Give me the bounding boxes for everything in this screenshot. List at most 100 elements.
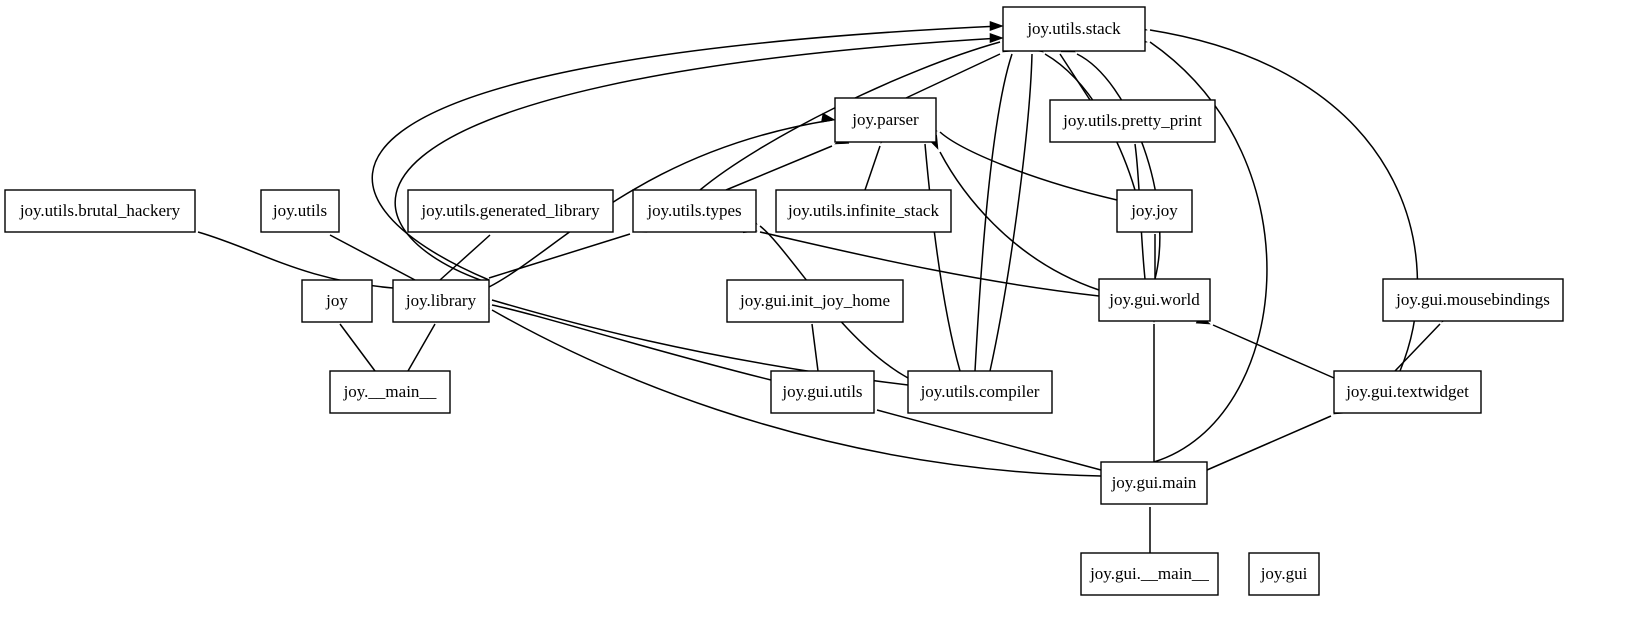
node-label: joy.gui.init_joy_home <box>739 291 890 310</box>
node-box[interactable] <box>392 279 490 323</box>
node-label: joy.gui.main <box>1111 473 1197 492</box>
graph-node-joy-gui-utils[interactable]: joy.gui.utils <box>770 370 875 414</box>
node-box[interactable] <box>632 189 757 233</box>
graph-node-joy-joy[interactable]: joy.joy <box>1116 189 1193 233</box>
edge-line <box>939 131 1118 201</box>
graph-node-joy-utils-infinite-stack[interactable]: joy.utils.infinite_stack <box>775 189 952 233</box>
edge-line <box>1206 415 1332 471</box>
node-box[interactable] <box>1116 189 1193 233</box>
edge-line <box>371 25 1001 281</box>
graph-node-joy-library[interactable]: joy.library <box>392 279 490 323</box>
edge-line <box>1394 323 1441 372</box>
graph-edge <box>918 127 961 372</box>
graph-node-joy-utils[interactable]: joy.utils <box>260 189 340 233</box>
graph-node-joy-utils-brutal-hackery[interactable]: joy.utils.brutal_hackery <box>4 189 196 233</box>
graph-node-joy-gui---main--[interactable]: joy.gui.__main__ <box>1080 552 1219 596</box>
graph-edge <box>1195 314 1335 379</box>
edge-line <box>864 145 881 191</box>
graph-node-joy-utils-stack[interactable]: joy.utils.stack <box>1002 6 1146 52</box>
graph-node-joy-gui-main[interactable]: joy.gui.main <box>1100 461 1208 505</box>
graph-edge <box>394 32 1004 284</box>
node-box[interactable] <box>1049 99 1216 143</box>
node-label: joy.utils.types <box>646 201 741 220</box>
edge-line <box>876 409 1102 471</box>
graph-node-joy-utils-pretty-print[interactable]: joy.utils.pretty_print <box>1049 99 1216 143</box>
node-label: joy.gui.mousebindings <box>1395 290 1550 309</box>
node-box[interactable] <box>1100 461 1208 505</box>
graph-node-joy-utils-compiler[interactable]: joy.utils.compiler <box>907 370 1053 414</box>
edge-line <box>759 231 1100 297</box>
node-box[interactable] <box>260 189 340 233</box>
node-label: joy.joy <box>1130 201 1178 220</box>
edge-line <box>924 143 961 372</box>
node-label: joy.utils <box>272 201 327 220</box>
edge-line <box>974 53 1013 372</box>
nodes-layer: joy.utils.stack joy.parser joy.utils.prett… <box>4 6 1564 596</box>
node-label: joy.gui.__main__ <box>1089 564 1209 583</box>
node-box[interactable] <box>726 279 904 323</box>
node-label: joy.parser <box>851 110 919 129</box>
edge-line <box>407 323 436 372</box>
graph-node-joy-utils-generated-library[interactable]: joy.utils.generated_library <box>407 189 614 233</box>
edge-arrowhead <box>989 32 1004 44</box>
edge-arrowhead <box>989 20 1004 32</box>
node-box[interactable] <box>1382 278 1564 322</box>
edge-arrowhead <box>821 112 836 123</box>
graph-edge <box>905 41 1018 99</box>
node-box[interactable] <box>775 189 952 233</box>
node-label: joy.library <box>405 291 477 310</box>
node-box[interactable] <box>329 370 451 414</box>
edge-line <box>491 309 1102 477</box>
edge-line <box>989 53 1033 372</box>
graph-node-joy-gui-init-joy-home[interactable]: joy.gui.init_joy_home <box>726 279 904 323</box>
node-box[interactable] <box>1098 278 1211 322</box>
node-label: joy.utils.stack <box>1026 19 1121 38</box>
graph-node-joy[interactable]: joy <box>301 279 373 323</box>
graph-edge <box>725 134 850 191</box>
node-box[interactable] <box>1080 552 1219 596</box>
edge-line <box>939 151 1100 291</box>
graph-edge <box>974 36 1022 372</box>
edge-line <box>488 233 631 279</box>
graph-node-joy-gui-world[interactable]: joy.gui.world <box>1098 278 1211 322</box>
edge-line <box>725 145 833 191</box>
node-label: joy.gui.textwidget <box>1345 382 1469 401</box>
edge-line <box>1149 41 1268 463</box>
graph-edge <box>989 37 1038 372</box>
edge-line <box>905 53 1001 99</box>
graph-node-joy-gui[interactable]: joy.gui <box>1248 552 1320 596</box>
graph-edge <box>927 134 1100 291</box>
edge-line <box>1059 53 1091 101</box>
edge-line <box>329 234 416 281</box>
node-label: joy.utils.compiler <box>920 382 1040 401</box>
node-box[interactable] <box>834 97 937 143</box>
node-box[interactable] <box>907 370 1053 414</box>
node-label: joy.__main__ <box>343 382 437 401</box>
graph-node-joy-utils-types[interactable]: joy.utils.types <box>632 189 757 233</box>
node-box[interactable] <box>1248 552 1320 596</box>
edge-line <box>1076 53 1161 280</box>
edge-line <box>439 234 491 281</box>
node-box[interactable] <box>407 189 614 233</box>
graph-edge <box>1148 308 1160 462</box>
node-box[interactable] <box>1002 6 1146 52</box>
edge-line <box>394 37 1001 284</box>
node-box[interactable] <box>770 370 875 414</box>
graph-node-joy---main--[interactable]: joy.__main__ <box>329 370 451 414</box>
node-box[interactable] <box>4 189 196 233</box>
graph-node-joy-gui-textwidget[interactable]: joy.gui.textwidget <box>1333 370 1482 414</box>
node-box[interactable] <box>301 279 373 323</box>
node-box[interactable] <box>1333 370 1482 414</box>
graph-edge <box>1206 404 1349 471</box>
edge-line <box>339 323 376 372</box>
node-label: joy.gui.world <box>1108 290 1200 309</box>
node-label: joy.utils.infinite_stack <box>787 201 939 220</box>
graph-node-joy-gui-mousebindings[interactable]: joy.gui.mousebindings <box>1382 278 1564 322</box>
graph-edge <box>371 20 1004 281</box>
node-label: joy.gui.utils <box>781 382 862 401</box>
edge-line <box>491 304 772 381</box>
edge-line <box>811 323 819 372</box>
graph-node-joy-parser[interactable]: joy.parser <box>834 97 937 143</box>
